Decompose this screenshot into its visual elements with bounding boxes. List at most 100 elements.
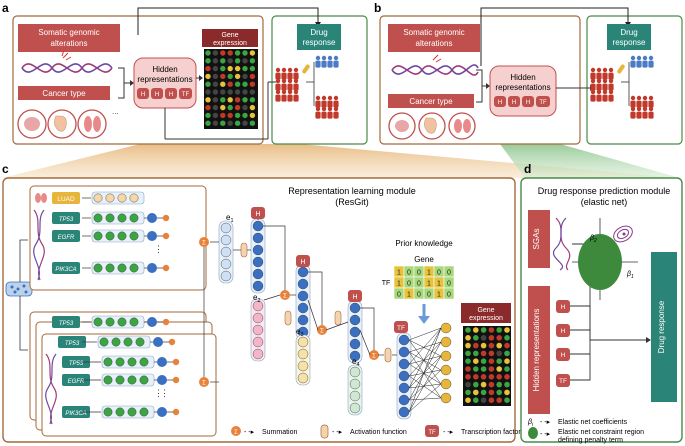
- svg-text:H: H: [498, 100, 502, 106]
- svg-text:- -▸: - -▸: [244, 429, 255, 436]
- svg-text:- -▸: - -▸: [540, 431, 551, 438]
- beta2-label: β2: [589, 235, 597, 244]
- hidden-tags-b: H H H TF: [494, 96, 550, 107]
- svg-text:H: H: [561, 352, 566, 359]
- zoom-funnel-green: [500, 144, 680, 178]
- drug-response-2: response: [303, 38, 336, 47]
- legend-transcription-factor: Transcription factor: [461, 429, 521, 436]
- panel-c: Representation learning module (ResGit) …: [2, 177, 521, 443]
- gene-expr-heatmap-c: [463, 326, 511, 406]
- dna-icon: [21, 49, 113, 73]
- legend-constraint-1: Elastic net constraint region: [558, 429, 644, 436]
- svg-text:H: H: [561, 328, 566, 335]
- cancer-type-chip-label: LUAD: [57, 196, 75, 203]
- svg-text:H: H: [352, 294, 357, 301]
- h3-box: [348, 290, 362, 302]
- hidden-rep-2-b: representations: [495, 83, 550, 92]
- svg-text:- -▸: - -▸: [540, 419, 551, 426]
- patient-groups: [275, 55, 339, 119]
- gene-chip-bot-egfr: [62, 374, 90, 386]
- gene-chip-mid-2: [58, 336, 86, 348]
- svg-text:H: H: [155, 92, 159, 98]
- svg-text:Σ: Σ: [234, 430, 238, 436]
- svg-text:0: 0: [397, 292, 401, 299]
- svg-text:1: 1: [427, 270, 431, 277]
- cancer-type-chip: [52, 192, 80, 204]
- svg-text:TP53: TP53: [59, 321, 74, 327]
- hidden-rep-1-b: Hidden: [510, 73, 535, 82]
- organ-icons-b: [388, 112, 476, 140]
- svg-text:0: 0: [427, 292, 431, 299]
- prior-knowledge-label: Prior knowledge: [395, 239, 453, 248]
- svg-text:TF: TF: [397, 325, 405, 332]
- cancer-type-label: Cancer type: [42, 89, 86, 98]
- hidden-tags-d: H H H TF: [556, 300, 570, 387]
- panel-a-drug-frame: [271, 15, 368, 145]
- svg-text:0: 0: [437, 270, 441, 277]
- svg-text:TF: TF: [182, 92, 190, 98]
- svg-text:Σ: Σ: [202, 241, 206, 247]
- svg-text:TF: TF: [539, 100, 547, 106]
- svg-text:H: H: [255, 211, 260, 218]
- svg-text:EGFR: EGFR: [68, 379, 85, 385]
- sga-title-1-b: Somatic genomic: [403, 28, 464, 37]
- svg-text:1: 1: [397, 270, 401, 277]
- gene-chip-bot-pik3ca: [62, 406, 90, 418]
- svg-text:1: 1: [437, 281, 441, 288]
- svg-text:H: H: [561, 304, 566, 311]
- panel-label-d: d: [524, 162, 531, 176]
- sgas-label: SGAs: [532, 229, 541, 250]
- legend-constraint-2: defining penalty term: [558, 437, 623, 444]
- svg-text:0: 0: [417, 281, 421, 288]
- dna-icon-b: [391, 54, 479, 76]
- svg-text:...: ...: [112, 107, 119, 116]
- panel-label-b: b: [374, 1, 381, 15]
- hidden-rep-2: representations: [137, 75, 192, 84]
- panel-c-title-2: (ResGit): [335, 197, 369, 207]
- panel-b: Somatic genomic alterations Cancer type …: [379, 7, 683, 145]
- panel-label-c: c: [2, 162, 9, 176]
- svg-text:⋮: ⋮: [154, 244, 163, 254]
- hidden-reps-box: [528, 286, 550, 414]
- e3-label: e3: [296, 327, 304, 338]
- hidden-rep-1: Hidden: [152, 65, 177, 74]
- e4-label: e4: [352, 357, 360, 368]
- drug-response-box-b: [607, 24, 651, 50]
- legend-activation: Activation function: [350, 429, 407, 436]
- svg-text:Σ: Σ: [283, 294, 287, 300]
- tf-box: [394, 321, 408, 333]
- hidden-reps-label: Hidden representations: [532, 309, 541, 392]
- patient-groups-b: [590, 55, 654, 119]
- sga-box: [18, 24, 120, 52]
- embedding-node-rows: ⋮⋮⋮: [82, 191, 180, 419]
- svg-text:Σ: Σ: [202, 381, 206, 387]
- cancer-type-box-b: [388, 94, 474, 108]
- gene-chip-mid-1: [52, 316, 80, 328]
- svg-text:H: H: [512, 100, 516, 106]
- sample-icon: [5, 281, 33, 297]
- svg-text:TF: TF: [428, 430, 436, 436]
- gene-expr-box-c: [461, 303, 511, 323]
- heatmap-dots-c: [465, 327, 510, 404]
- drug-response-label-d: Drug response: [657, 300, 666, 353]
- h2-box: [296, 255, 310, 267]
- sga-title-1: Somatic genomic: [38, 28, 99, 37]
- heatmap-dots: [205, 50, 256, 126]
- h1-box: [251, 207, 265, 219]
- svg-text:H: H: [169, 92, 173, 98]
- gene-chip-egfr: [52, 230, 80, 242]
- svg-text:1: 1: [407, 292, 411, 299]
- svg-text:1: 1: [437, 292, 441, 299]
- sga-title-2: alterations: [51, 39, 88, 48]
- panel-d: Drug response prediction module (elastic…: [520, 177, 683, 444]
- svg-text:Gene: Gene: [477, 307, 494, 314]
- network-layers: [203, 214, 452, 420]
- svg-text:0: 0: [417, 292, 421, 299]
- drug-response-1-b: Drug: [620, 28, 637, 37]
- sga-title-2-b: alterations: [416, 39, 453, 48]
- panel-c-legend: Σ - -▸ Summation - -▸ Activation functio…: [231, 424, 521, 439]
- gene-expr-box: [202, 29, 258, 47]
